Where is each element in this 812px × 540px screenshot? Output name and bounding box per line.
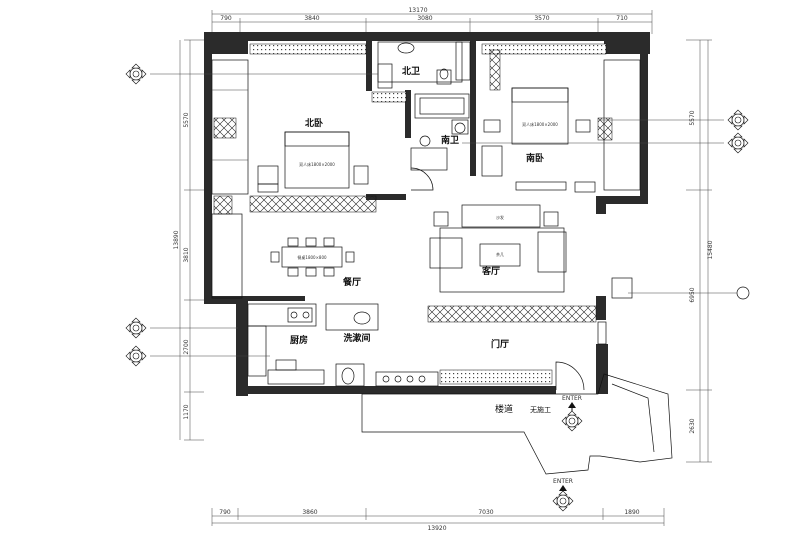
right-segment-1: 5570 bbox=[689, 110, 696, 125]
view-marker-icon bbox=[462, 132, 749, 154]
south-bath: 南卫 bbox=[410, 93, 470, 191]
bottom-segment-3: 7030 bbox=[478, 509, 493, 516]
view-marker-icon bbox=[600, 109, 749, 131]
living-room: 沙发 茶几 客厅 bbox=[427, 204, 633, 323]
flooring-marker-icon bbox=[628, 286, 750, 300]
bottom-segment-1: 790 bbox=[219, 509, 231, 516]
bottom-segment-2: 3860 bbox=[302, 509, 317, 516]
index-marker-icon bbox=[125, 345, 270, 367]
room-label-south-bath: 南卫 bbox=[441, 134, 459, 146]
room-label-dining: 餐厅 bbox=[342, 276, 361, 288]
right-segment-3: 2630 bbox=[689, 418, 696, 433]
bottom-segment-4: 1890 bbox=[624, 509, 639, 516]
top-segment-4: 3570 bbox=[534, 15, 549, 22]
foyer: 门厅 bbox=[439, 321, 607, 391]
north-bath: 北卫 bbox=[371, 41, 471, 103]
room-label-kitchen: 厨房 bbox=[290, 334, 308, 346]
room-label-north-bedroom: 北卧 bbox=[305, 117, 323, 129]
right-total-label: 15480 bbox=[707, 240, 714, 259]
dining-room: 餐桌1800×800 餐厅 bbox=[211, 213, 361, 299]
south-bedroom: 双人床1800×2000 南卧 bbox=[481, 43, 641, 193]
room-label-south-bedroom: 南卧 bbox=[526, 152, 544, 164]
room-label-stair: 楼道 bbox=[495, 403, 513, 415]
enter-marker-lower: ENTER bbox=[552, 478, 574, 512]
top-segment-5: 710 bbox=[616, 15, 628, 22]
enter-label-upper: ENTER bbox=[562, 395, 582, 402]
left-segment-4: 1170 bbox=[183, 404, 190, 419]
column-hatch bbox=[213, 117, 237, 139]
svg-text:茶几: 茶几 bbox=[496, 251, 504, 257]
left-segment-3: 2700 bbox=[183, 339, 190, 354]
enter-label-lower: ENTER bbox=[553, 478, 573, 485]
top-segment-1: 790 bbox=[220, 15, 232, 22]
top-segment-2: 3840 bbox=[304, 15, 319, 22]
bottom-total-label: 13920 bbox=[427, 525, 446, 532]
north-bedroom: 双人床1800×2000 北卧 bbox=[211, 43, 377, 213]
right-segment-2: 6950 bbox=[689, 287, 696, 302]
left-total-label: 13890 bbox=[173, 230, 180, 249]
kitchen: 厨房 bbox=[247, 303, 325, 385]
left-segment-2: 3810 bbox=[183, 247, 190, 262]
room-label-laundry: 洗漱间 bbox=[343, 332, 370, 344]
column-hatch bbox=[597, 117, 613, 141]
room-label-foyer: 门厅 bbox=[491, 338, 509, 350]
top-segment-3: 3080 bbox=[417, 15, 432, 22]
svg-text:双人床1800×2000: 双人床1800×2000 bbox=[299, 161, 335, 167]
svg-text:沙发: 沙发 bbox=[496, 214, 504, 220]
left-segment-1: 5570 bbox=[183, 112, 190, 127]
index-marker-icon bbox=[125, 317, 238, 339]
enter-marker-upper: ENTER bbox=[561, 395, 583, 432]
outer-walls bbox=[204, 32, 650, 396]
bottom-dimension-chain: 790 3860 7030 1890 13920 bbox=[211, 508, 665, 532]
left-dimension-chain: 13890 5570 3810 2700 1170 bbox=[173, 39, 204, 441]
top-dimension-chain: 13170 790 3840 3080 3570 710 bbox=[211, 7, 653, 34]
stairwell: 楼道 无施工 bbox=[361, 373, 673, 475]
room-label-living: 客厅 bbox=[481, 265, 500, 277]
index-marker-icon bbox=[125, 63, 378, 85]
column-hatch bbox=[213, 195, 233, 215]
stair-note: 无施工 bbox=[530, 405, 551, 414]
right-dimension-chain: 5570 6950 2630 15480 bbox=[686, 39, 714, 463]
room-label-north-bath: 北卫 bbox=[402, 65, 420, 77]
svg-text:餐桌1800×800: 餐桌1800×800 bbox=[297, 254, 327, 260]
svg-text:双人床1800×2000: 双人床1800×2000 bbox=[522, 121, 558, 127]
laundry: 洗漱间 bbox=[325, 303, 439, 387]
top-total-label: 13170 bbox=[408, 7, 427, 14]
